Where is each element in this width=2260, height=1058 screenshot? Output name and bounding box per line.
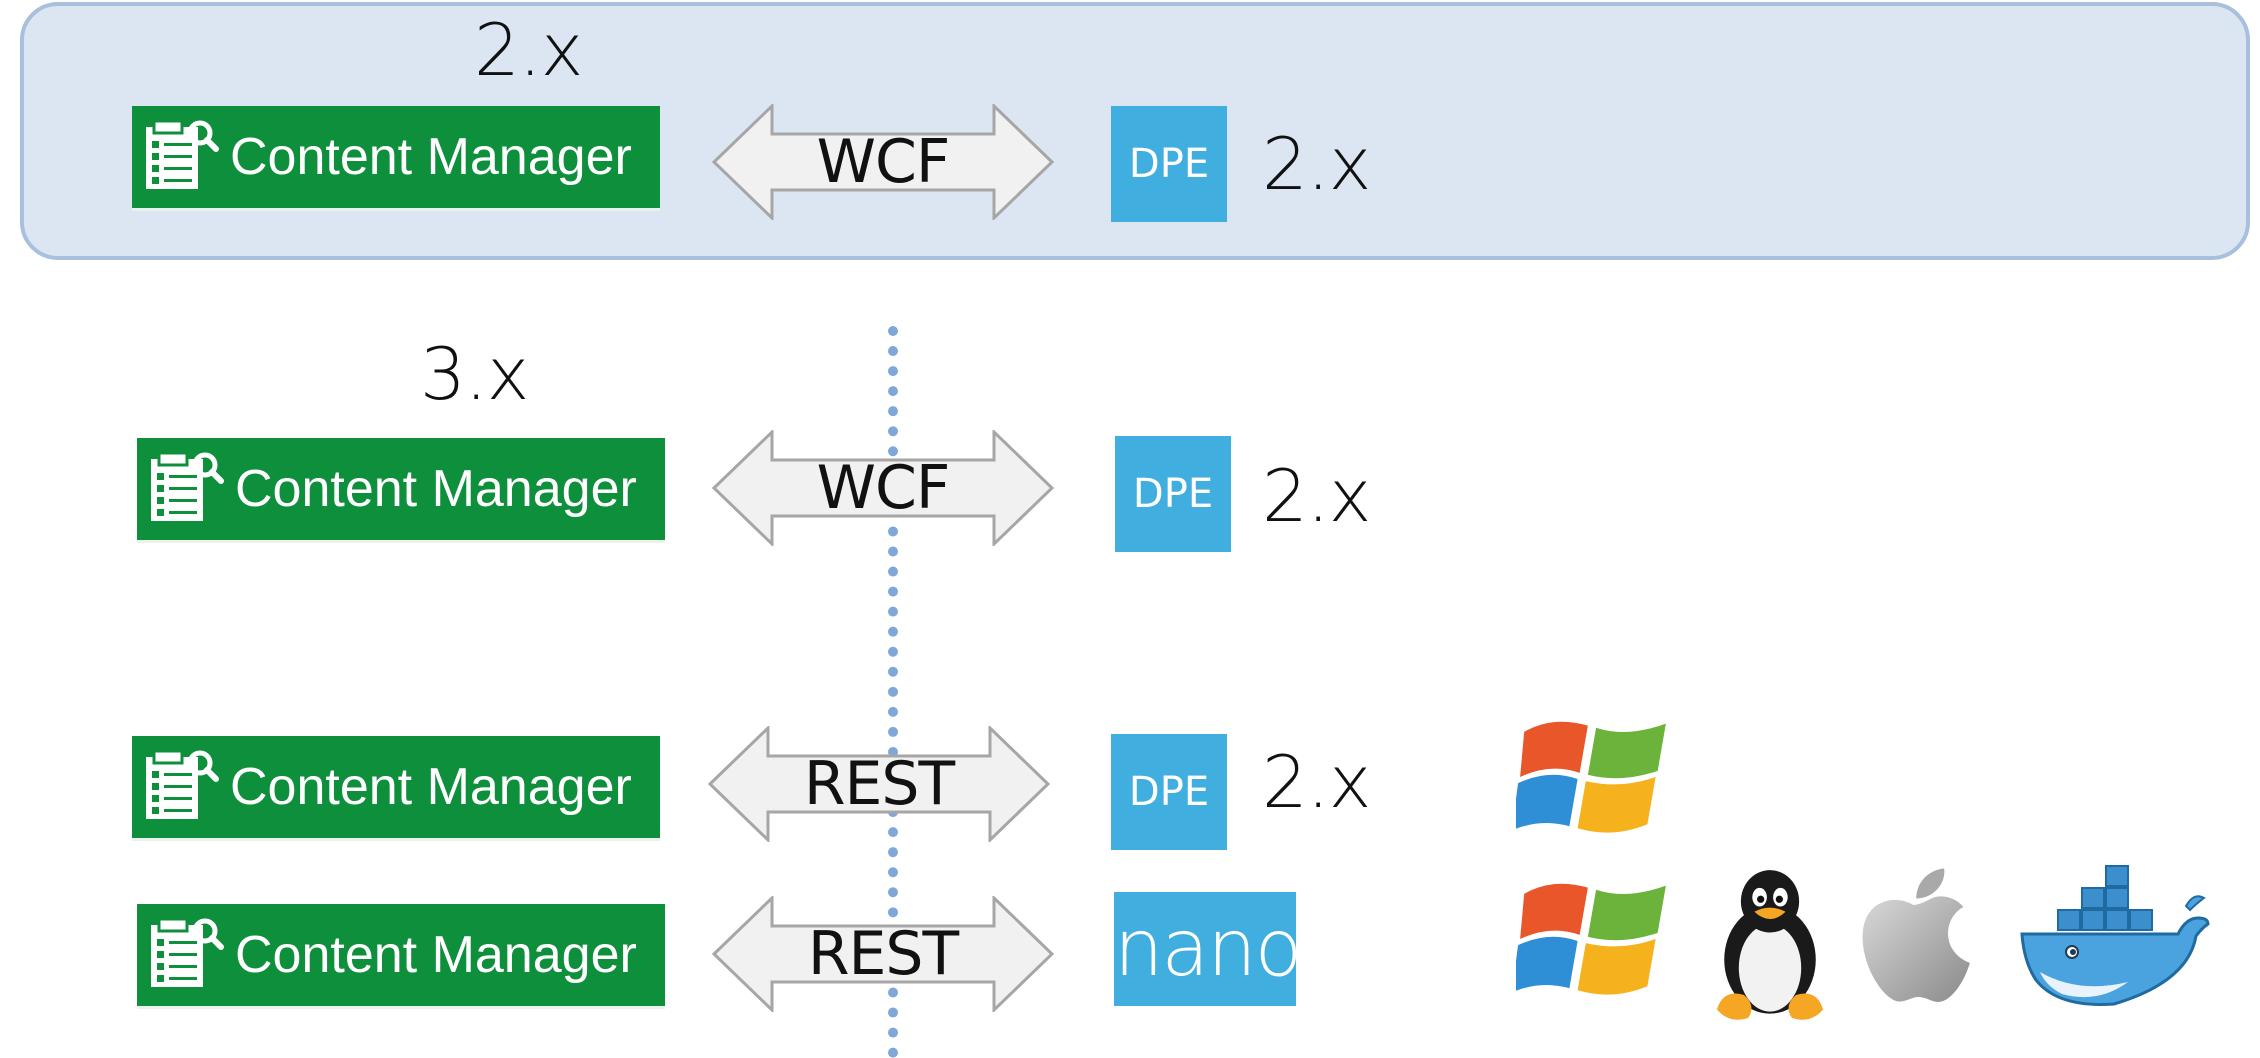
server-version-label: 2.x — [1262, 122, 1371, 206]
content-manager-badge: Content Manager — [132, 736, 660, 838]
client-version-label: 3.x — [420, 332, 529, 416]
checklist-search-icon — [145, 449, 225, 529]
apple-icon — [1854, 866, 1972, 1006]
content-manager-badge: Content Manager — [137, 904, 665, 1006]
content-manager-badge: Content Manager — [137, 438, 665, 540]
protocol-arrow: REST — [706, 726, 1052, 842]
client-version-label: 2.x — [474, 8, 583, 92]
protocol-label: WCF — [816, 127, 951, 197]
checklist-search-icon — [140, 747, 220, 827]
protocol-label: REST — [807, 919, 959, 989]
nano-box: nano — [1114, 892, 1296, 1006]
protocol-label: REST — [803, 749, 955, 819]
dpe-box: DPE — [1111, 106, 1227, 222]
server-version-label: 2.x — [1262, 454, 1371, 538]
protocol-arrow: WCF — [710, 430, 1056, 546]
content-manager-label: Content Manager — [235, 926, 637, 984]
content-manager-label: Content Manager — [230, 128, 632, 186]
dpe-box: DPE — [1115, 436, 1231, 552]
content-manager-label: Content Manager — [235, 460, 637, 518]
checklist-search-icon — [145, 915, 225, 995]
divider-line — [888, 326, 898, 1058]
docker-icon — [2018, 862, 2210, 1012]
windows-icon — [1516, 872, 1670, 1008]
checklist-search-icon — [140, 117, 220, 197]
protocol-arrow: REST — [710, 896, 1056, 1012]
dpe-box: DPE — [1111, 734, 1227, 850]
content-manager-label: Content Manager — [230, 758, 632, 816]
content-manager-badge: Content Manager — [132, 106, 660, 208]
server-version-label: 2.x — [1262, 740, 1371, 824]
linux-icon — [1702, 866, 1838, 1022]
windows-icon — [1516, 710, 1670, 846]
protocol-label: WCF — [816, 453, 951, 523]
protocol-arrow: WCF — [710, 104, 1056, 220]
